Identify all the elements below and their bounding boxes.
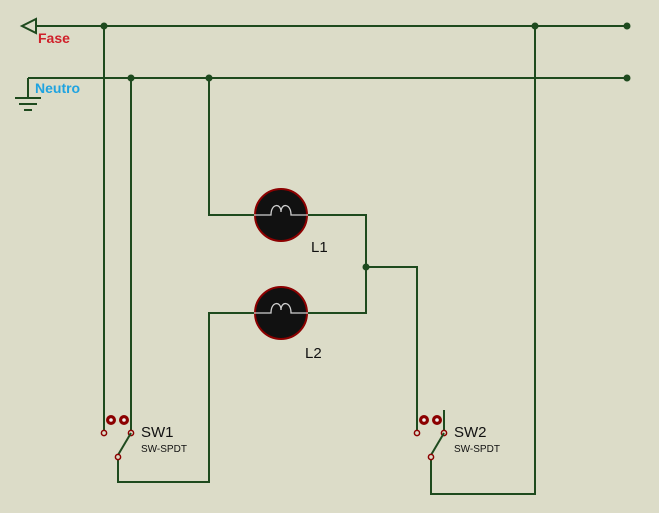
switch-sw2-label: SW2 [454,424,487,441]
fase-line [19,17,631,35]
lamp-l1 [254,188,308,242]
neutro-label: Neutro [35,80,80,96]
wire-junction-to-sw2 [366,266,418,430]
wire-l2-to-sw1 [117,312,254,483]
lamp-l2 [254,286,308,340]
fase-terminal-arrow-icon [19,17,37,35]
switch-sw2 [413,410,448,461]
switch-sw1 [100,415,135,461]
lamp-l2-label: L2 [305,345,322,362]
wire-neutro-to-l1 [208,78,254,216]
fase-end-node [623,22,631,30]
fase-label: Fase [38,30,70,46]
lamp-l1-label: L1 [311,239,328,256]
switch-sw2-type: SW-SPDT [454,444,500,455]
switch-sw1-label: SW1 [141,424,174,441]
switch-sw1-type: SW-SPDT [141,444,187,455]
wire-l1-to-junction [308,214,367,314]
neutro-end-node [623,74,631,82]
wire-sw2-to-fase [430,26,536,495]
neutro-line [15,74,631,111]
ground-icon [15,97,41,111]
